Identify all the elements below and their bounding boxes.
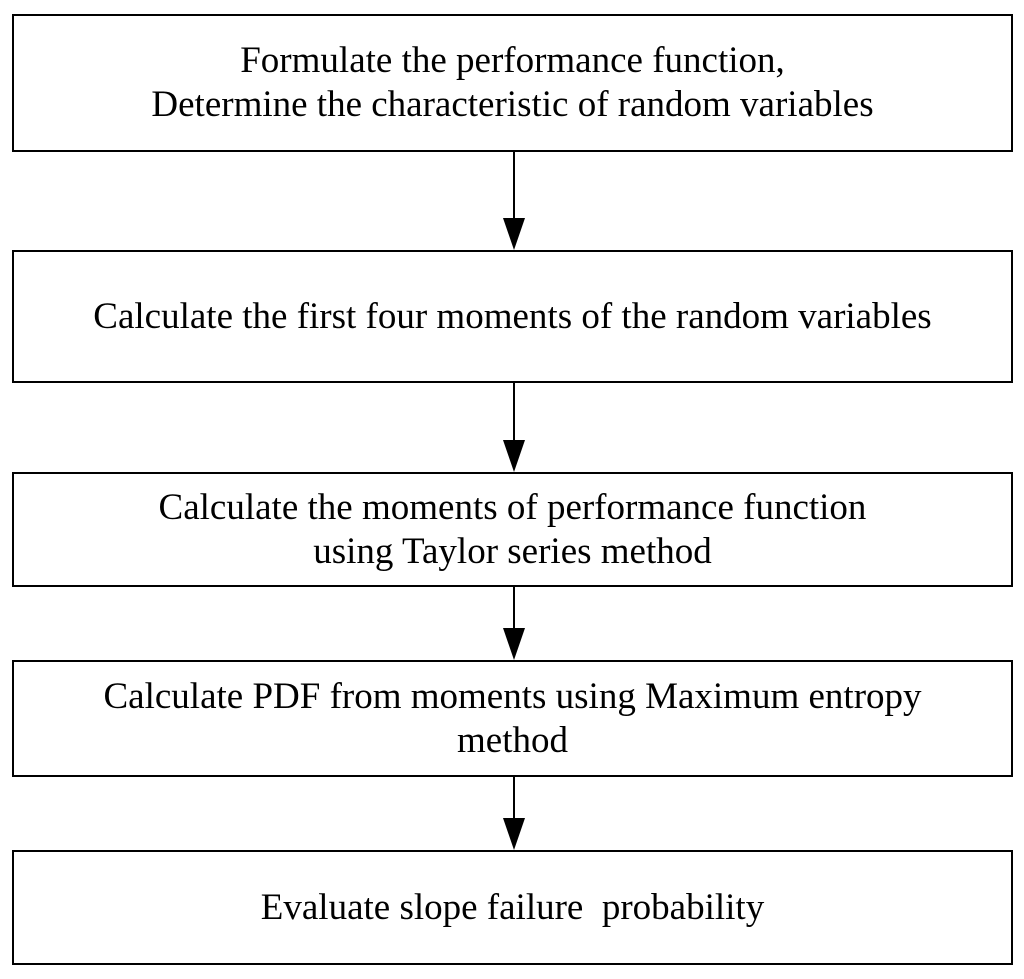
flow-connector-3-4 xyxy=(502,587,526,660)
arrow-down-icon xyxy=(503,440,525,472)
flow-step-pdf-maximum-entropy: Calculate PDF from moments using Maximum… xyxy=(12,660,1013,777)
arrow-line xyxy=(513,383,515,440)
arrow-line xyxy=(513,152,515,218)
arrow-down-icon xyxy=(503,218,525,250)
flow-step-first-four-moments: Calculate the first four moments of the … xyxy=(12,250,1013,383)
arrow-line xyxy=(513,777,515,818)
flow-step-label: Calculate the moments of performance fun… xyxy=(158,486,867,572)
flow-connector-4-5 xyxy=(502,777,526,850)
flow-connector-2-3 xyxy=(502,383,526,472)
arrow-down-icon xyxy=(503,818,525,850)
flow-step-formulate-performance-function: Formulate the performance function, Dete… xyxy=(12,14,1013,152)
flow-step-label: Calculate PDF from moments using Maximum… xyxy=(103,675,922,761)
flow-step-moments-taylor-series: Calculate the moments of performance fun… xyxy=(12,472,1013,587)
arrow-line xyxy=(513,587,515,628)
flow-step-evaluate-failure-probability: Evaluate slope failure probability xyxy=(12,850,1013,965)
flow-step-label: Calculate the first four moments of the … xyxy=(93,295,932,337)
arrow-down-icon xyxy=(503,628,525,660)
flow-step-label: Evaluate slope failure probability xyxy=(260,886,765,928)
flow-connector-1-2 xyxy=(502,152,526,250)
flow-step-label: Formulate the performance function, Dete… xyxy=(151,40,874,125)
